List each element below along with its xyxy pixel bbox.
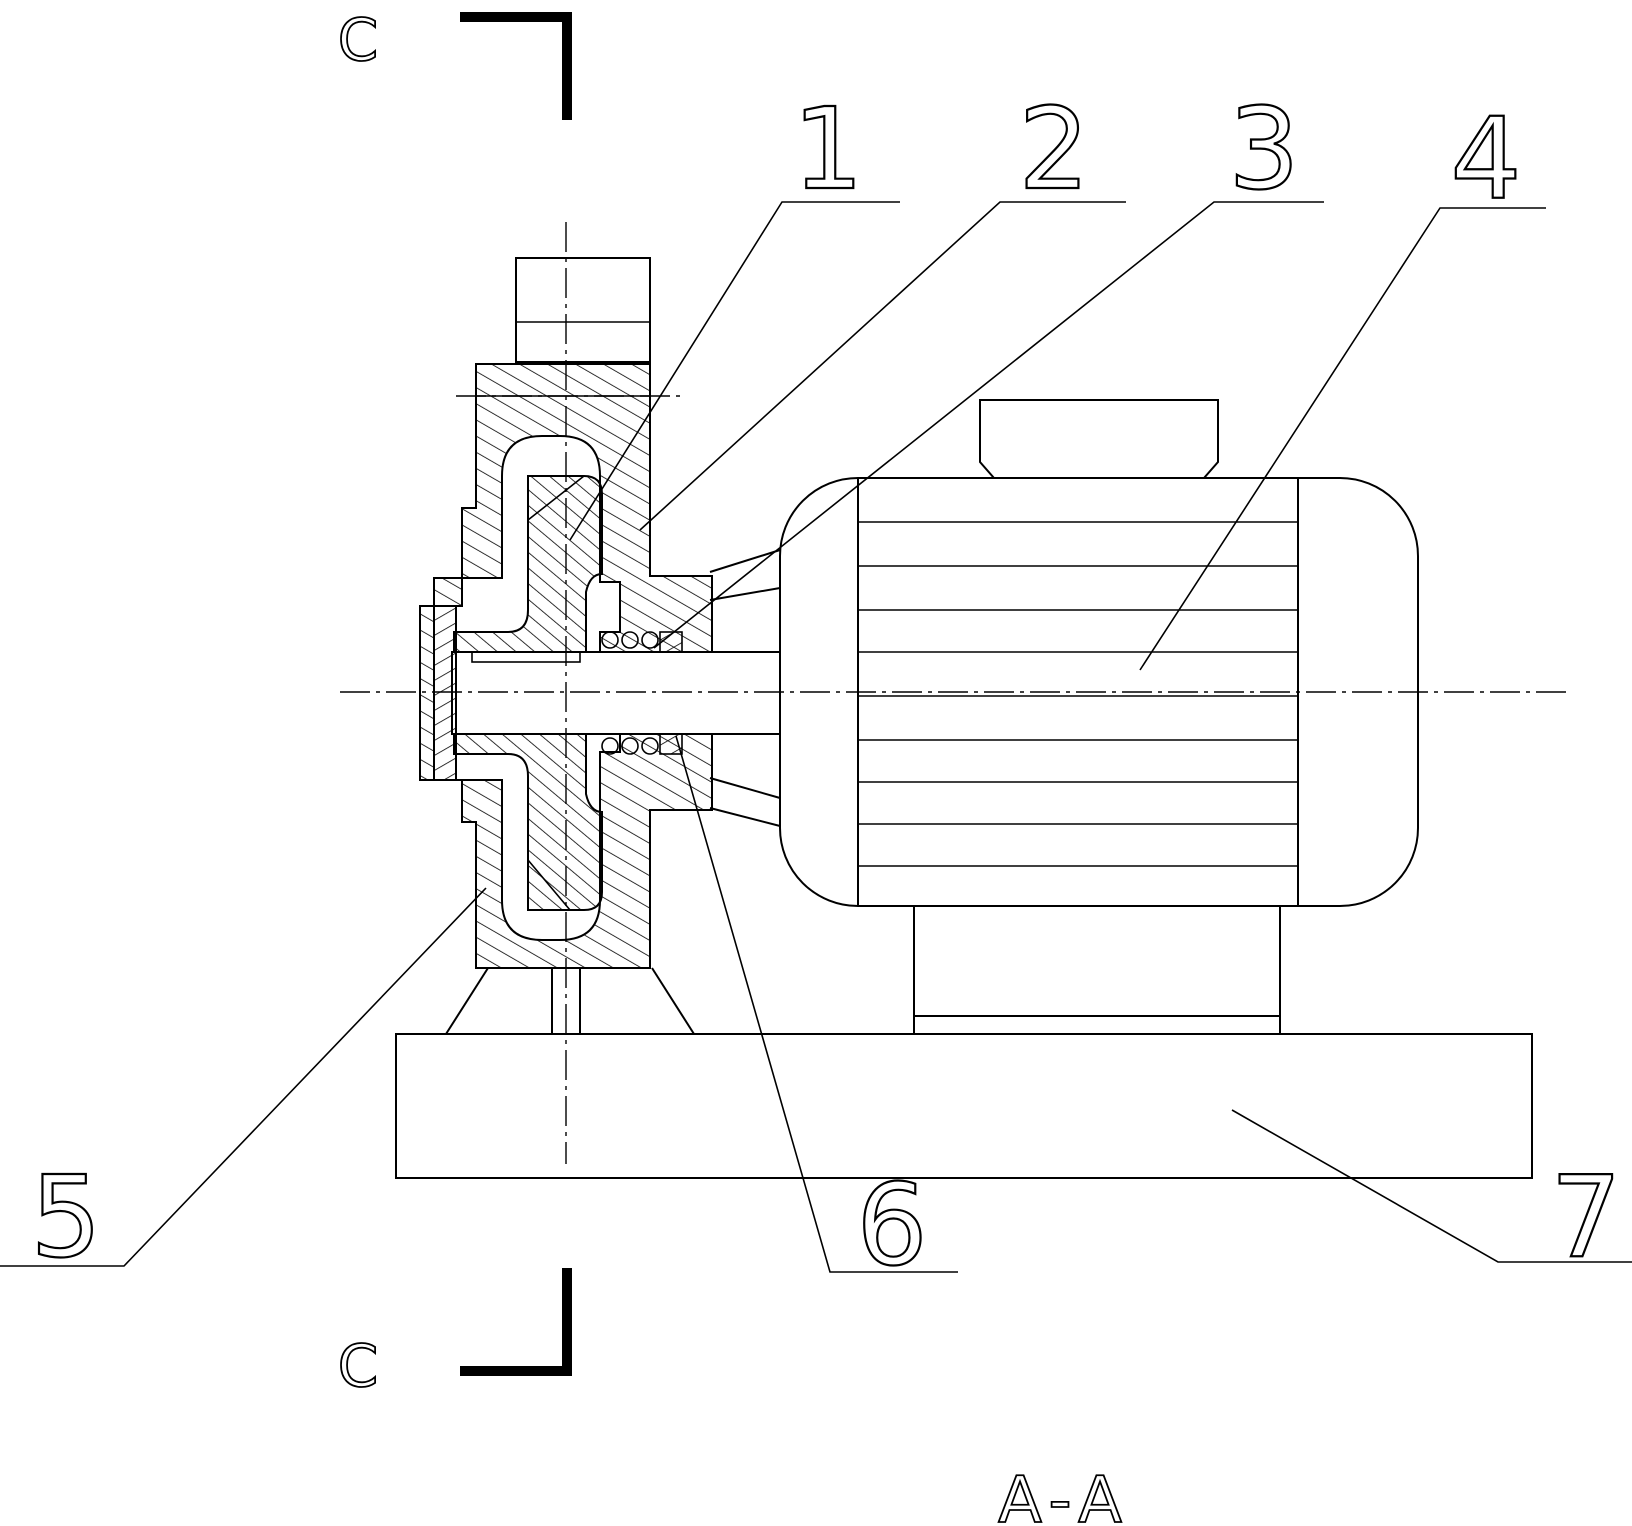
view-title: A-A [998, 1464, 1130, 1526]
section-bracket-bottom [460, 1268, 572, 1376]
label-part-1: 1 [792, 85, 863, 215]
seal-springs [601, 631, 683, 755]
motor [709, 399, 1419, 907]
terminal-box [979, 399, 1219, 479]
pump-casing [419, 363, 713, 969]
label-part-7: 7 [1550, 1153, 1621, 1283]
section-marker-top: C [337, 5, 572, 120]
discharge-nozzle [515, 257, 651, 363]
pump-support [445, 967, 695, 1035]
shaft [451, 651, 781, 735]
suction-cover [433, 605, 457, 781]
impeller [453, 475, 603, 911]
section-marker-bottom: C [337, 1268, 572, 1401]
section-label-top: C [338, 6, 379, 74]
center-lines [340, 222, 1570, 1164]
label-part-6: 6 [856, 1161, 927, 1291]
label-part-4: 4 [1450, 95, 1521, 225]
label-part-2: 2 [1018, 85, 1089, 215]
label-part-5: 5 [30, 1153, 101, 1283]
motor-stand [913, 905, 1281, 1035]
label-part-3: 3 [1228, 85, 1299, 215]
section-bracket-top [460, 12, 572, 120]
section-label-bottom: C [338, 1332, 379, 1400]
leader-lines [0, 201, 1632, 1273]
shaft-body [451, 651, 781, 735]
